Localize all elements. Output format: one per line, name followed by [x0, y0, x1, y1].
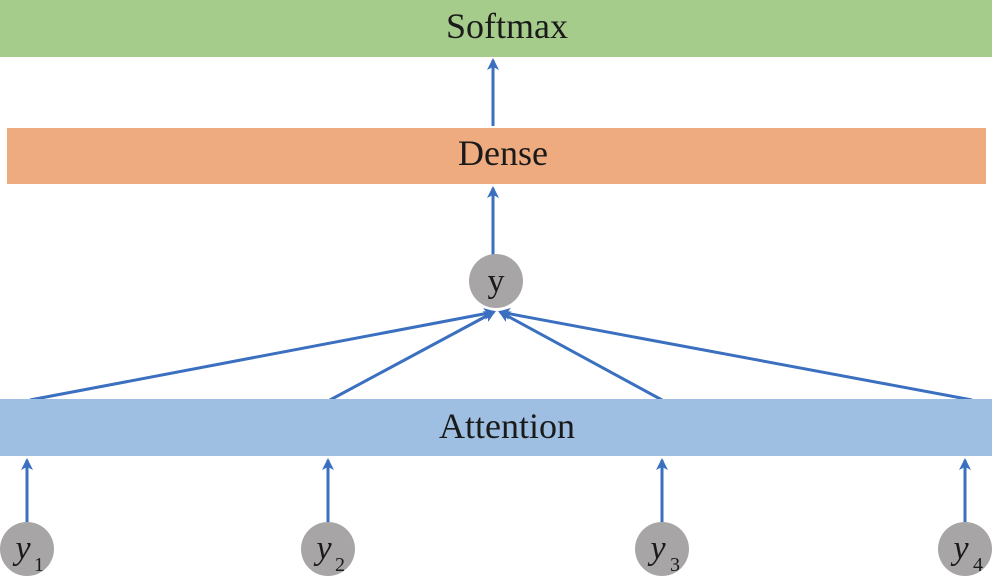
arrow-attention-3-to-y — [498, 310, 663, 402]
input-node-4: y 4 — [938, 522, 992, 576]
arrow-attention-1-to-y — [29, 307, 496, 402]
svg-text:y: y — [647, 530, 666, 567]
input-node-2: y 2 — [301, 522, 355, 576]
input-node-3: y 3 — [635, 522, 689, 576]
softmax-label: Softmax — [446, 6, 568, 46]
svg-text:y: y — [12, 530, 31, 567]
svg-text:y: y — [950, 530, 969, 567]
attention-label: Attention — [439, 406, 575, 446]
output-node — [469, 254, 523, 308]
output-node-label: y — [488, 263, 505, 300]
svg-text:2: 2 — [335, 554, 345, 576]
svg-text:3: 3 — [670, 554, 680, 576]
arrow-attention-2-to-y — [329, 310, 496, 402]
dense-layer — [7, 128, 986, 184]
svg-text:1: 1 — [34, 554, 44, 576]
arrow-attention-4-to-y — [498, 307, 973, 402]
svg-text:4: 4 — [973, 554, 983, 576]
input-node-1: y 1 — [0, 522, 54, 576]
dense-label: Dense — [458, 133, 548, 173]
svg-text:y: y — [313, 530, 332, 567]
attention-layer — [0, 399, 992, 456]
softmax-layer — [0, 0, 992, 57]
